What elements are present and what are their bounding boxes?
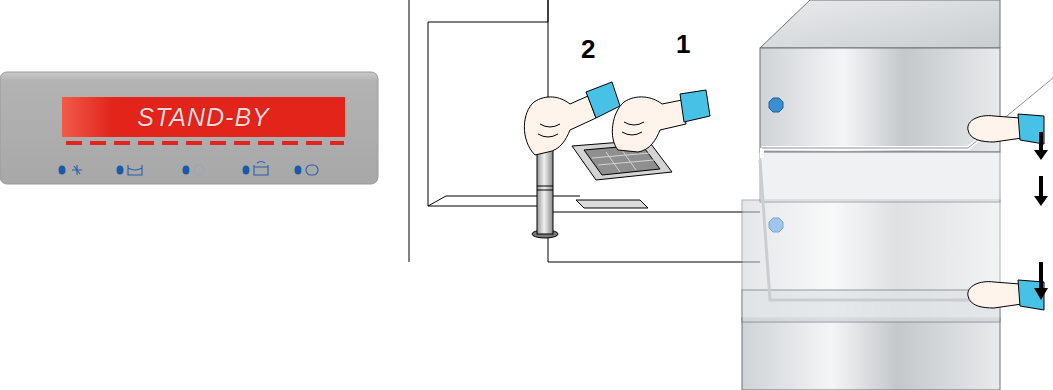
power-icon xyxy=(306,165,318,175)
down-arrow xyxy=(1034,176,1048,206)
led xyxy=(295,166,302,175)
hand-lower xyxy=(968,280,1044,310)
hood-top-face xyxy=(760,0,1000,48)
down-arrows xyxy=(1034,132,1048,300)
counter-base xyxy=(548,262,760,263)
rinse-icon xyxy=(194,165,204,175)
hand-upper xyxy=(968,114,1044,144)
tank-floor xyxy=(428,196,548,262)
finger-lines xyxy=(538,124,560,137)
down-arrow xyxy=(1034,132,1048,160)
finger-lines xyxy=(622,122,644,135)
dash xyxy=(66,141,82,145)
led xyxy=(59,166,66,175)
dash xyxy=(258,141,274,145)
dash xyxy=(138,141,154,145)
hood-raised xyxy=(760,48,1000,152)
panel-plate xyxy=(0,72,378,184)
display-dashes xyxy=(66,141,344,145)
indicator-icons xyxy=(72,162,318,176)
led xyxy=(183,166,190,175)
tank-illustration xyxy=(409,0,760,262)
hand xyxy=(968,116,1022,142)
led xyxy=(117,166,124,175)
counter-edge xyxy=(548,212,760,213)
hand xyxy=(524,96,596,155)
hand xyxy=(968,282,1022,308)
dash xyxy=(210,141,226,145)
handle-ghost xyxy=(760,160,1040,300)
fan-icon xyxy=(72,165,82,175)
overflow-pipe xyxy=(537,150,553,234)
wall-edge xyxy=(409,0,410,262)
dash xyxy=(114,141,130,145)
cuff xyxy=(680,90,710,122)
handle-outline xyxy=(762,78,1053,148)
hand-2 xyxy=(524,82,620,155)
dash xyxy=(330,141,344,145)
knob xyxy=(769,98,783,112)
hood-dishwasher xyxy=(742,0,1053,390)
handle xyxy=(762,78,1053,158)
wash-icon xyxy=(128,165,142,175)
dash xyxy=(306,141,322,145)
hood-lower-band xyxy=(742,290,1000,322)
control-panel xyxy=(0,72,378,184)
display-text: STAND-BY xyxy=(137,103,270,132)
led xyxy=(243,166,250,175)
hood-band xyxy=(760,152,1000,202)
pipe-ring xyxy=(537,186,553,190)
callout-number: 2 xyxy=(581,36,595,62)
hand xyxy=(612,97,686,152)
dash xyxy=(162,141,178,145)
tank-icon xyxy=(254,162,268,176)
dash xyxy=(234,141,250,145)
display-screen: STAND-BY xyxy=(62,97,345,137)
knob-ghost xyxy=(769,218,783,232)
dash xyxy=(90,141,106,145)
cuff xyxy=(586,82,620,118)
filter-grid xyxy=(592,150,654,172)
down-arrow xyxy=(1034,262,1048,300)
hand-1 xyxy=(612,90,710,152)
drain-slot xyxy=(576,200,648,208)
dash xyxy=(282,141,298,145)
tank-back xyxy=(428,0,548,206)
lower-cabinet xyxy=(742,318,1000,390)
dash xyxy=(186,141,202,145)
callout-number: 1 xyxy=(676,31,690,57)
